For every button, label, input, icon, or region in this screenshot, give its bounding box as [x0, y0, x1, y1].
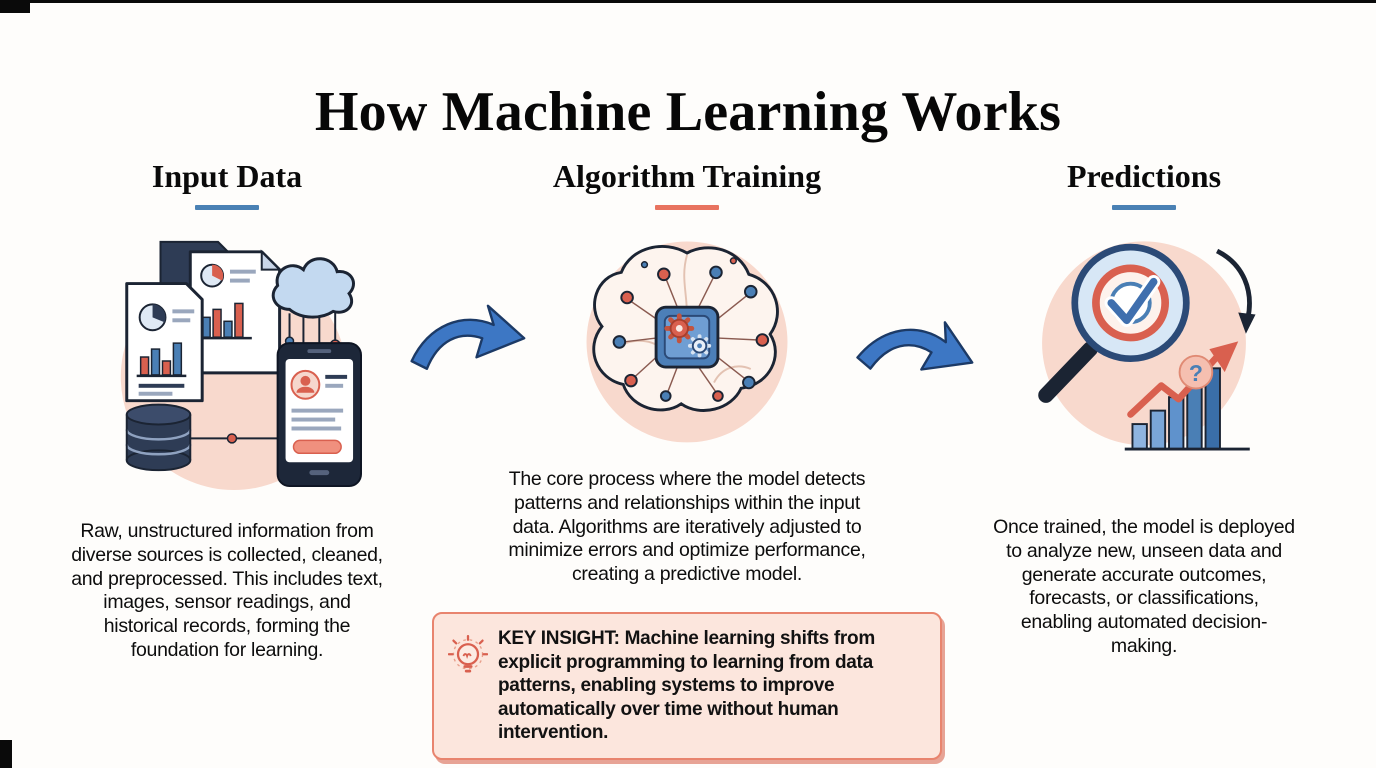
key-insight-text: KEY INSIGHT: Machine learning shifts fro…: [498, 628, 875, 744]
circuit-nodes: [612, 257, 770, 402]
predictions-illustration: ?: [984, 226, 1304, 476]
column-heading-algorithm-training: Algorithm Training: [552, 158, 822, 194]
question-mark-icon: ?: [1178, 354, 1214, 390]
gear-icon-white: [687, 334, 712, 358]
report-document-icon: [125, 282, 204, 403]
magnifier-icon: [1038, 243, 1190, 403]
column-heading-input-data: Input Data: [151, 158, 303, 194]
predictions-description: Once trained, the model is deployed to a…: [993, 516, 1295, 657]
bar-chart-icon: [1124, 367, 1250, 451]
smartphone-icon: [276, 342, 362, 488]
key-insight-box: KEY INSIGHT: Machine learning shifts fro…: [432, 612, 942, 760]
documents-cloud-database-smartphone-illustration: [120, 240, 362, 491]
heading-underline-blue: [1112, 205, 1176, 210]
algorithm-training-illustration: [497, 226, 877, 454]
flow-arrow-icon: [843, 296, 985, 414]
column-algorithm-training: Algorithm Training: [497, 158, 877, 587]
column-input-data: Input Data: [57, 158, 397, 663]
lightbulb-icon: [447, 634, 489, 684]
chart-document-icon: [188, 249, 283, 375]
frame-mark: [28, 0, 1376, 3]
input-data-description: Raw, unstructured information from diver…: [71, 520, 383, 661]
page-title: How Machine Learning Works: [314, 80, 1062, 143]
database-icon: [125, 403, 192, 472]
connector-line: [190, 433, 278, 444]
algorithm-training-description: The core process where the model detects…: [508, 468, 866, 586]
question-mark-glyph: ?: [1189, 360, 1203, 386]
brain-circuit-gears-illustration: [586, 241, 788, 443]
heading-underline-red: [655, 205, 719, 210]
input-data-illustration: [57, 226, 397, 494]
curved-down-arrow-icon: [1215, 248, 1256, 334]
column-heading-predictions: Predictions: [1066, 158, 1222, 194]
gear-icon-red: [664, 313, 695, 344]
flow-arrow-icon: [404, 300, 528, 391]
magnifier-target-checkmark-chart-illustration: ?: [1038, 241, 1256, 451]
frame-mark: [0, 740, 12, 768]
circuit-network: [623, 275, 759, 393]
column-predictions: Predictions: [984, 158, 1304, 659]
heading-underline-blue: [195, 205, 259, 210]
frame-mark: [0, 0, 30, 13]
